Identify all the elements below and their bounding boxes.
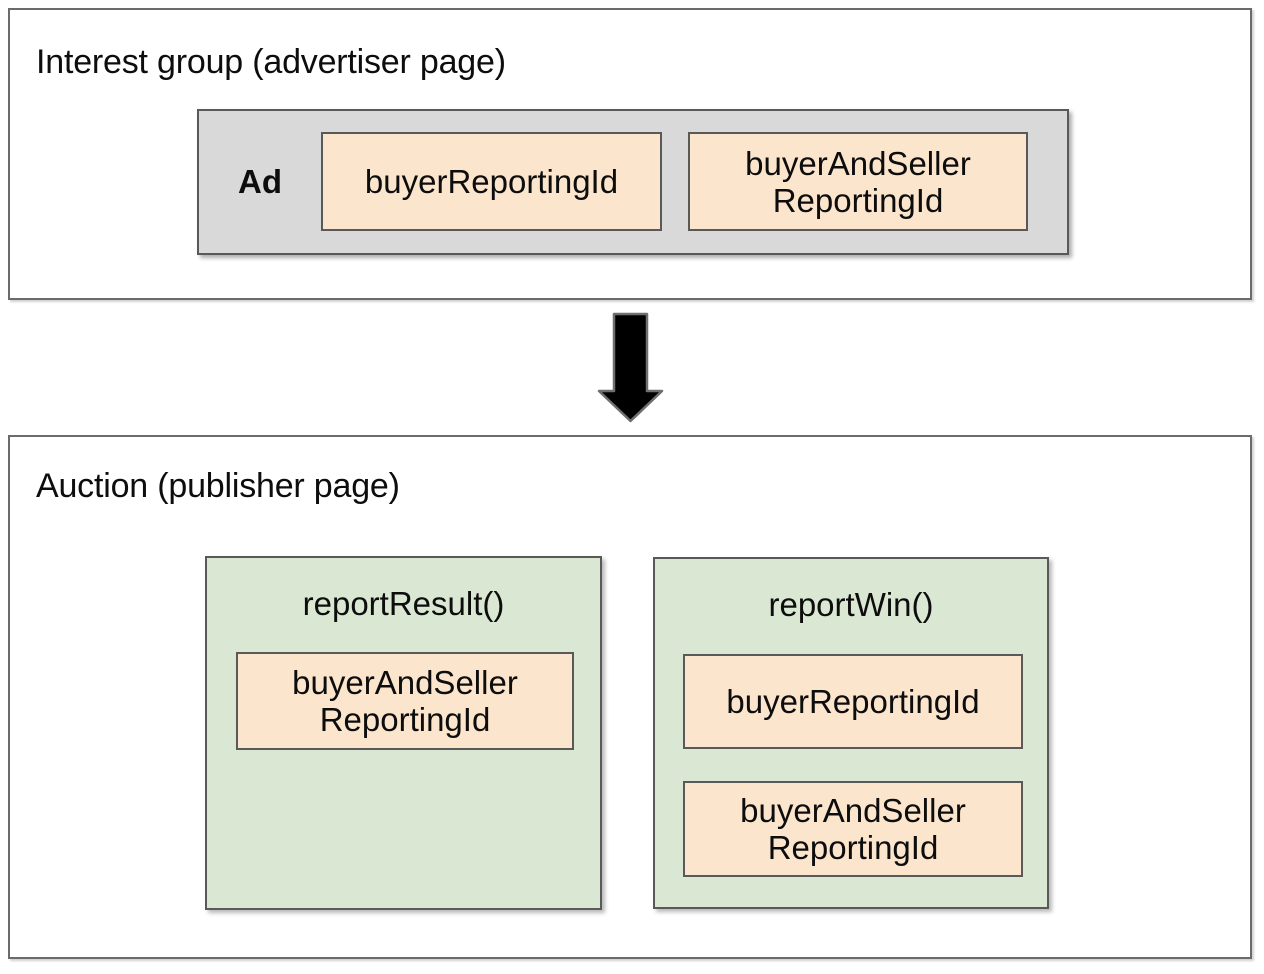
report-result-title: reportResult() — [302, 585, 505, 622]
report-win-card: reportWin() buyerReportingId buyerAndSel… — [653, 557, 1049, 909]
interest-group-section: Interest group (advertiser page) Ad buye… — [8, 8, 1252, 300]
field-buyer-and-seller-reporting-id: buyerAndSeller ReportingId — [683, 781, 1023, 877]
auction-title: Auction (publisher page) — [36, 467, 400, 505]
field-buyer-reporting-id: buyerReportingId — [321, 132, 662, 231]
report-win-title: reportWin() — [768, 586, 934, 623]
down-arrow-icon — [597, 312, 664, 423]
ad-label: Ad — [238, 163, 282, 200]
ad-container: Ad buyerReportingId buyerAndSeller Repor… — [197, 109, 1069, 255]
report-result-card: reportResult() buyerAndSeller ReportingI… — [205, 556, 602, 910]
field-buyer-reporting-id: buyerReportingId — [683, 654, 1023, 749]
field-buyer-and-seller-reporting-id: buyerAndSeller ReportingId — [236, 652, 574, 750]
field-buyer-and-seller-reporting-id: buyerAndSeller ReportingId — [688, 132, 1028, 231]
auction-section: Auction (publisher page) reportResult() … — [8, 435, 1252, 959]
interest-group-title: Interest group (advertiser page) — [36, 43, 506, 81]
